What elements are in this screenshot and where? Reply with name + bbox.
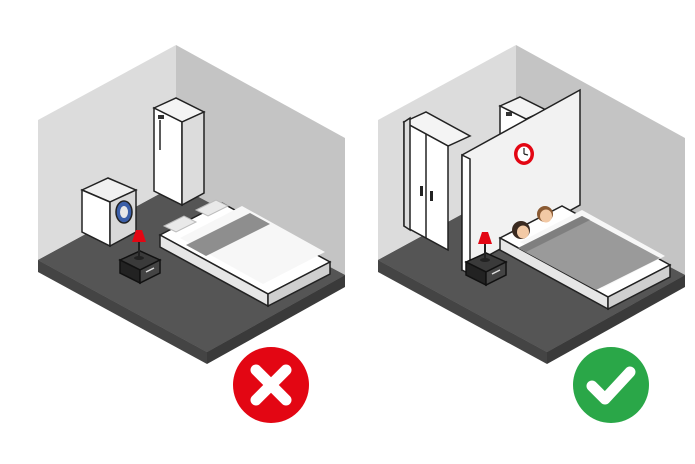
back-wall-right [176,45,345,275]
fridge-icon [152,97,206,207]
check-icon [586,366,636,405]
sleeping-man-icon [537,206,553,223]
pillow-left [162,215,198,233]
lamp-icon [478,232,492,262]
double-bed-icon [158,199,332,308]
nightstand-icon [118,250,162,285]
blanket [186,213,270,256]
nightstand-icon [464,252,508,287]
cross-icon [250,364,292,406]
good-bedroom-scene [378,45,685,423]
washing-machine-icon [80,177,138,248]
floor [378,185,685,352]
back-wall-left [38,45,176,260]
lamp-icon [132,230,146,260]
incorrect-badge [233,347,309,423]
wardrobe-icon [402,111,472,252]
correct-badge [573,347,649,423]
sleeping-woman-icon [512,221,530,239]
bad-bedroom-scene [38,45,345,423]
pillow-right [194,199,230,217]
wall-clock-icon [514,143,534,165]
blanket [518,216,660,290]
